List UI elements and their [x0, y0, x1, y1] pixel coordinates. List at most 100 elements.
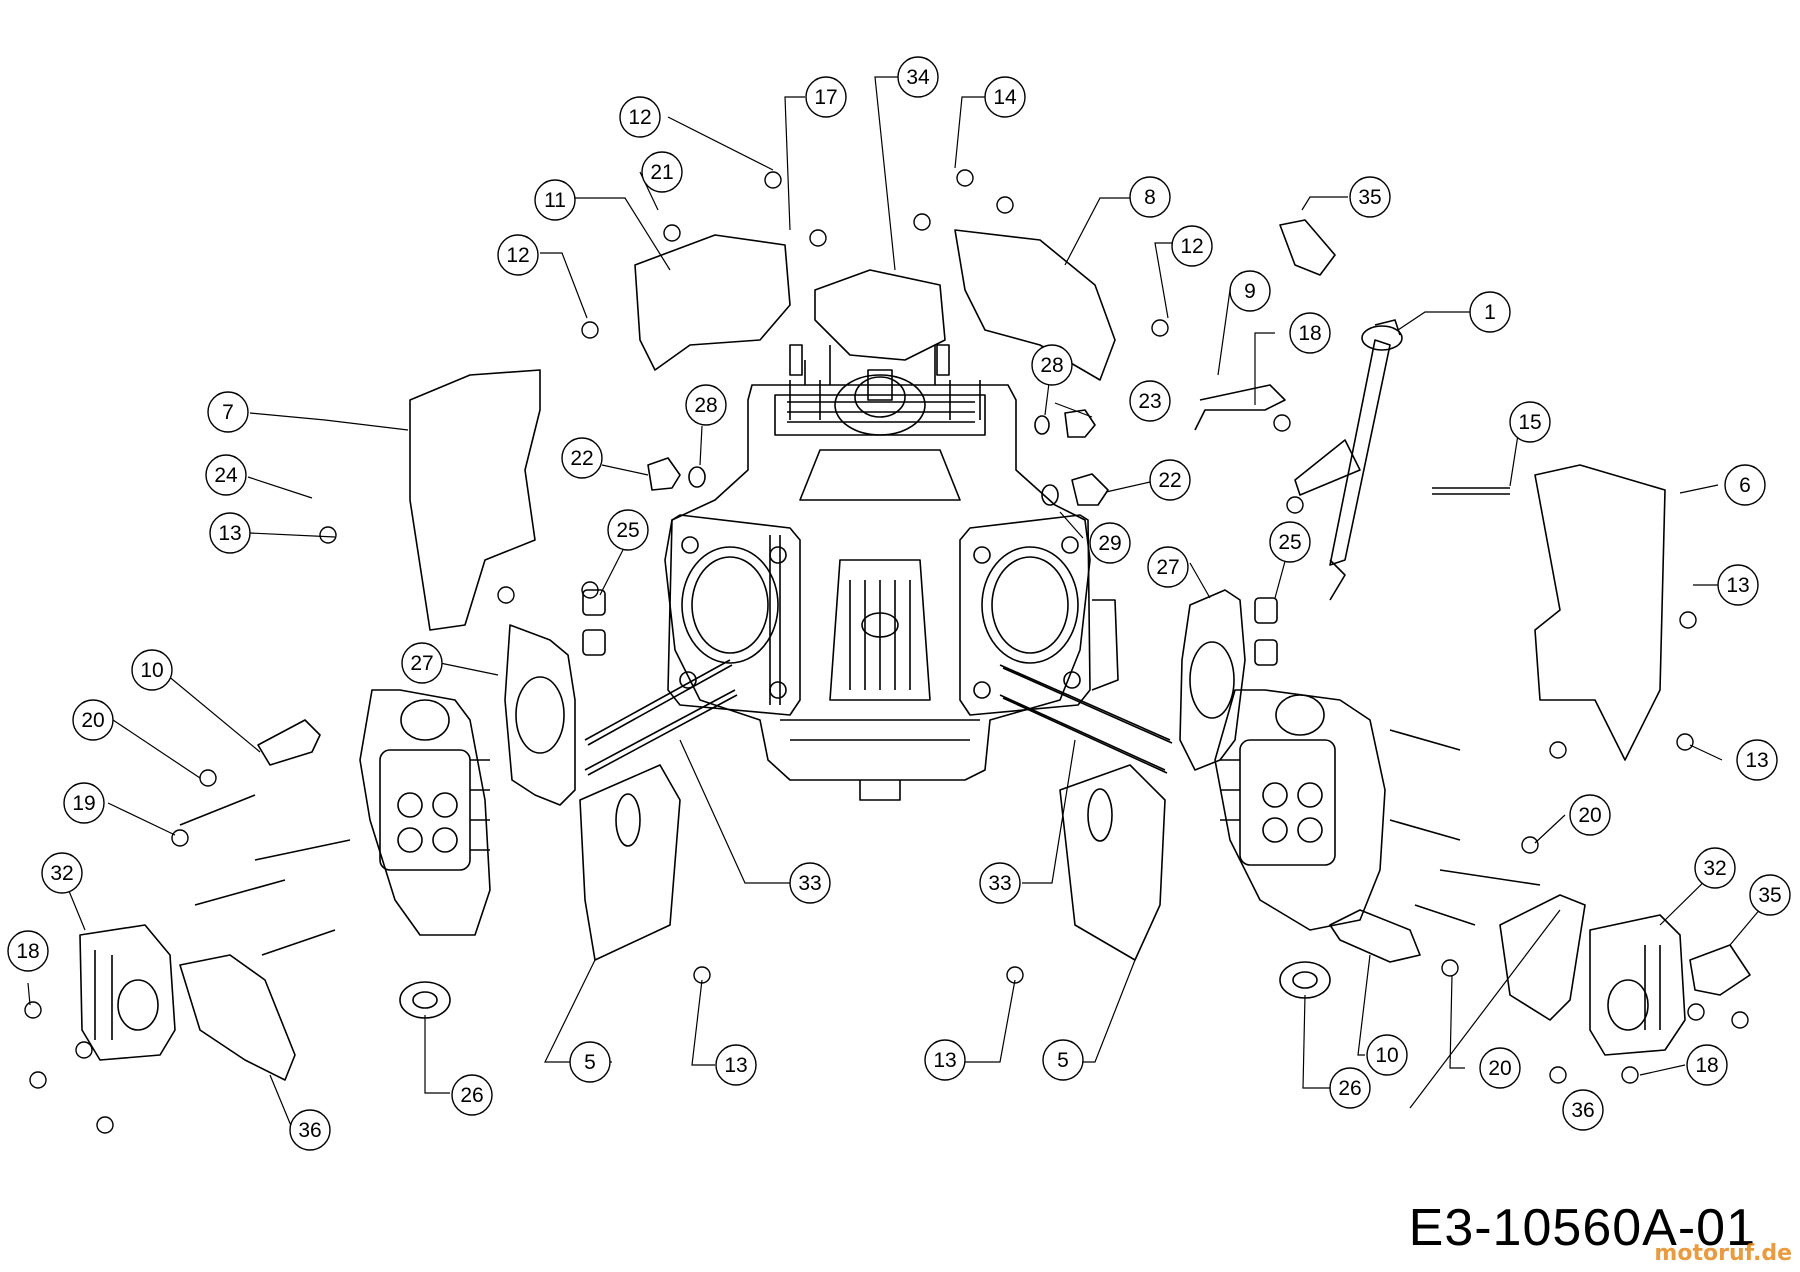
- left-head-gasket: [504, 624, 576, 806]
- svg-text:26: 26: [1338, 1077, 1361, 1100]
- left-washer: [688, 466, 706, 488]
- callout-12: 12: [619, 96, 661, 138]
- side-clip: [1689, 944, 1751, 996]
- left-valve-cover-gasket: [179, 954, 296, 1081]
- callout-13: 13: [715, 1044, 757, 1086]
- svg-text:8: 8: [1144, 186, 1156, 209]
- svg-text:13: 13: [218, 522, 241, 545]
- svg-text:20: 20: [1578, 804, 1601, 827]
- svg-text:13: 13: [1745, 749, 1768, 772]
- callout-18: 18: [1686, 1044, 1728, 1086]
- left-head-bolts: [179, 794, 351, 956]
- callout-6: 6: [1724, 464, 1766, 506]
- svg-text:25: 25: [1278, 531, 1301, 554]
- svg-text:12: 12: [1180, 235, 1203, 258]
- callout-7: 7: [207, 391, 249, 433]
- right-baffle: [1059, 764, 1166, 961]
- right-lifting-bracket: [1329, 909, 1421, 963]
- svg-text:10: 10: [140, 659, 163, 682]
- left-lifting-bracket: [257, 719, 321, 766]
- callout-20: 20: [72, 699, 114, 741]
- callout-13: 13: [924, 1039, 966, 1081]
- svg-text:7: 7: [222, 401, 234, 424]
- svg-text:27: 27: [1156, 556, 1179, 579]
- svg-text:35: 35: [1358, 186, 1381, 209]
- leader-lines: [27, 76, 1773, 1134]
- right-head-gasket-bore: [1189, 641, 1235, 719]
- callout-12: 12: [1171, 225, 1213, 267]
- svg-text:9: 9: [1244, 280, 1256, 303]
- right-cylinder-head: [1214, 689, 1386, 931]
- svg-text:20: 20: [1488, 1057, 1511, 1080]
- right-washer: [1041, 484, 1059, 506]
- engine-crankcase: [664, 344, 1091, 801]
- callout-32: 32: [1694, 847, 1736, 889]
- left-baffle: [579, 764, 681, 961]
- callout-18: 18: [1289, 312, 1331, 354]
- right-valve-cover-gasket: [1499, 894, 1586, 1021]
- svg-text:10: 10: [1375, 1044, 1398, 1067]
- right-top-deflector: [954, 229, 1116, 381]
- svg-text:36: 36: [1571, 1099, 1594, 1122]
- svg-text:13: 13: [1726, 574, 1749, 597]
- svg-text:6: 6: [1739, 474, 1751, 497]
- callout-28: 28: [1031, 344, 1073, 386]
- svg-text:29: 29: [1098, 532, 1121, 555]
- svg-text:14: 14: [993, 86, 1017, 109]
- svg-text:5: 5: [1057, 1049, 1069, 1072]
- svg-text:36: 36: [298, 1119, 321, 1142]
- svg-text:18: 18: [1298, 322, 1321, 345]
- top-clip: [1279, 219, 1336, 276]
- svg-text:18: 18: [1695, 1054, 1718, 1077]
- callout-32: 32: [41, 852, 83, 894]
- left-breather-fitting: [647, 457, 681, 491]
- svg-text:13: 13: [933, 1049, 956, 1072]
- svg-text:25: 25: [616, 519, 639, 542]
- right-air-shroud: [1534, 464, 1666, 761]
- left-air-shroud: [409, 369, 541, 631]
- svg-text:11: 11: [544, 189, 566, 212]
- callout-27: 27: [401, 642, 443, 684]
- callout-20: 20: [1569, 794, 1611, 836]
- svg-text:35: 35: [1758, 884, 1781, 907]
- svg-text:17: 17: [814, 86, 837, 109]
- callout-36: 36: [1562, 1089, 1604, 1131]
- callout-24: 24: [205, 454, 247, 496]
- svg-text:27: 27: [410, 652, 433, 675]
- callout-19: 19: [63, 782, 105, 824]
- right-dowel-pins: [1254, 597, 1278, 624]
- left-valve-cover: [79, 924, 176, 1061]
- callout-15: 15: [1509, 401, 1551, 443]
- callout-10: 10: [131, 649, 173, 691]
- callout-25: 25: [607, 509, 649, 551]
- callout-26: 26: [451, 1074, 493, 1116]
- center-top-bracket: [814, 269, 946, 361]
- svg-text:26: 26: [460, 1084, 483, 1107]
- svg-text:13: 13: [724, 1054, 747, 1077]
- callout-5: 5: [569, 1041, 611, 1083]
- right-cylinder-block: [959, 514, 1119, 716]
- left-intake-gasket: [399, 981, 451, 1019]
- callout-29: 29: [1089, 522, 1131, 564]
- callout-1: 1: [1469, 291, 1511, 333]
- right-valve-cover: [1589, 914, 1686, 1056]
- small-bolts: [24, 169, 1749, 1134]
- callout-20: 20: [1479, 1047, 1521, 1089]
- svg-text:33: 33: [798, 872, 821, 895]
- svg-text:28: 28: [694, 394, 717, 417]
- callout-5: 5: [1042, 1039, 1084, 1081]
- svg-text:15: 15: [1518, 411, 1541, 434]
- svg-text:12: 12: [506, 244, 529, 267]
- left-cylinder-block: [667, 514, 801, 716]
- watermark-logo: motoruf.de: [1654, 1241, 1792, 1266]
- svg-text:22: 22: [570, 447, 593, 470]
- svg-text:19: 19: [72, 792, 95, 815]
- left-head-gasket-bore: [515, 676, 565, 754]
- center-fitting: [1064, 409, 1096, 438]
- callout-9: 9: [1229, 270, 1271, 312]
- callout-36: 36: [289, 1109, 331, 1151]
- svg-text:1: 1: [1484, 301, 1496, 324]
- right-push-rods: [999, 664, 1173, 774]
- right-head-bolts: [1389, 729, 1541, 926]
